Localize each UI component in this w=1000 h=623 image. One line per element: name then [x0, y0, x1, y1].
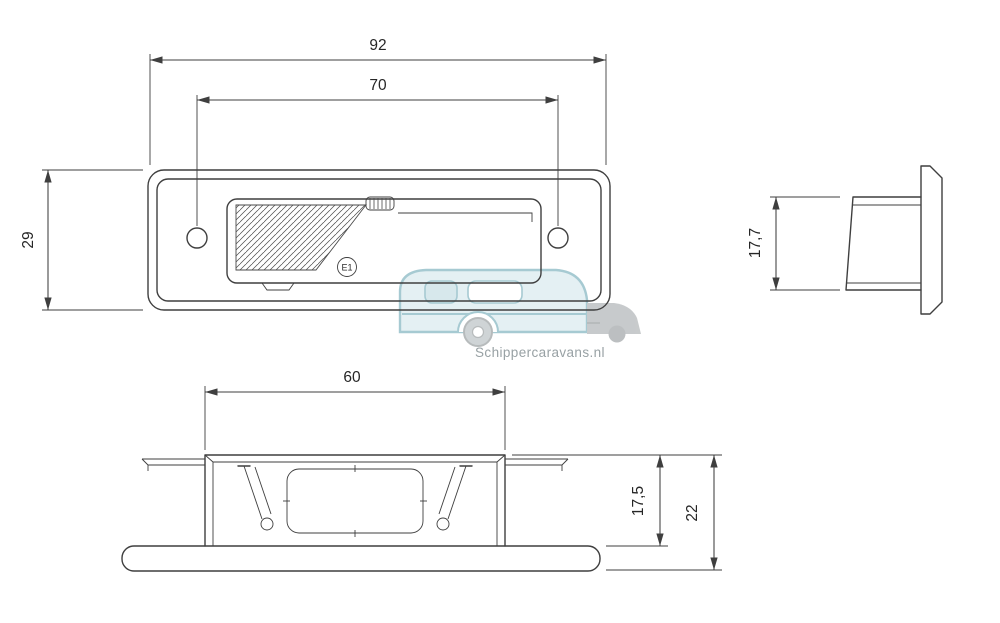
fixing-tab-left — [141, 458, 205, 471]
dimension-17-7: 17,7 — [747, 196, 840, 291]
watermark-label: Schippercaravans.nl — [475, 345, 605, 360]
dimension-92: 92 — [149, 37, 607, 165]
front-lens-tab — [261, 282, 295, 291]
watermark-wheel-hub — [471, 325, 485, 339]
front-view: E1 — [147, 169, 611, 311]
housing-outline — [204, 454, 506, 547]
dimension-70-label: 70 — [369, 77, 387, 94]
watermark-tow-vehicle — [587, 303, 641, 334]
front-step-line — [398, 212, 533, 222]
dimension-22-label: 22 — [684, 504, 701, 521]
dimension-17-5: 17,5 — [512, 454, 722, 547]
side-lens-plate — [920, 165, 943, 315]
side-view — [845, 165, 943, 315]
front-outer-outline — [147, 169, 611, 311]
front-lens-outline — [226, 198, 542, 284]
watermark-tow-vehicle-wheel — [608, 325, 626, 343]
dimension-22: 22 — [606, 455, 722, 571]
housing-corner-left — [204, 454, 214, 463]
fixing-tab-right — [505, 458, 569, 471]
spring-clip-left — [237, 465, 274, 531]
watermark: Schippercaravans.nl — [352, 262, 660, 362]
screw-hole-left — [186, 227, 208, 249]
housing-inner-wall — [212, 461, 498, 546]
dimension-17-5-label: 17,5 — [630, 486, 647, 516]
front-inner-outline — [156, 178, 602, 302]
dimension-29-label: 29 — [20, 231, 37, 248]
approval-mark-label: E1 — [341, 263, 352, 273]
watermark-caravan-window-right — [467, 280, 523, 304]
aperture-window — [283, 465, 427, 537]
screw-hole-right — [547, 227, 569, 249]
front-hatched-lens-area — [235, 204, 367, 271]
side-housing-outline — [845, 196, 922, 291]
watermark-caravan-window-left — [424, 280, 458, 304]
dimension-92-label: 92 — [369, 37, 386, 54]
dimension-17-7-label: 17,7 — [747, 228, 764, 258]
dimension-29: 29 — [20, 169, 143, 311]
approval-mark-circle — [337, 257, 357, 277]
base-plate — [121, 545, 601, 572]
bulb-symbol — [365, 196, 395, 211]
spring-clip-right — [436, 465, 473, 531]
dimension-60: 60 — [204, 369, 506, 450]
dimension-60-label: 60 — [343, 369, 361, 386]
bottom-view — [121, 454, 601, 572]
housing-corner-right — [496, 454, 506, 463]
dimension-70: 70 — [196, 77, 559, 226]
